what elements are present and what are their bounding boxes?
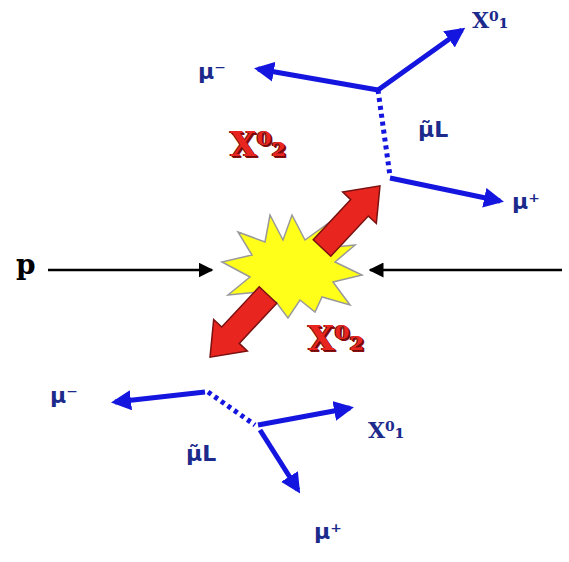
neutralino-label: X⁰₁ bbox=[368, 418, 404, 442]
muon-label: μ⁺ bbox=[512, 190, 540, 214]
proton-beam bbox=[370, 269, 562, 272]
proton-beam bbox=[48, 269, 212, 272]
neutralino-label: X⁰₂ bbox=[308, 320, 364, 357]
neutralino-arrow bbox=[193, 279, 285, 373]
smuon-label: μ̃L bbox=[418, 118, 448, 142]
muon-label: μ⁻ bbox=[198, 60, 226, 84]
neutralino-label: X⁰₂ bbox=[230, 126, 286, 163]
smuon-label: μ̃L bbox=[186, 442, 216, 466]
decay-chain bbox=[115, 392, 350, 490]
neutralino-arrow bbox=[305, 170, 397, 264]
muon-label: μ⁻ bbox=[50, 384, 78, 408]
proton-label: p bbox=[16, 250, 36, 281]
muon-label: μ⁺ bbox=[314, 520, 342, 544]
neutralino-label: X⁰₁ bbox=[472, 8, 508, 32]
decay-chain bbox=[258, 30, 500, 201]
